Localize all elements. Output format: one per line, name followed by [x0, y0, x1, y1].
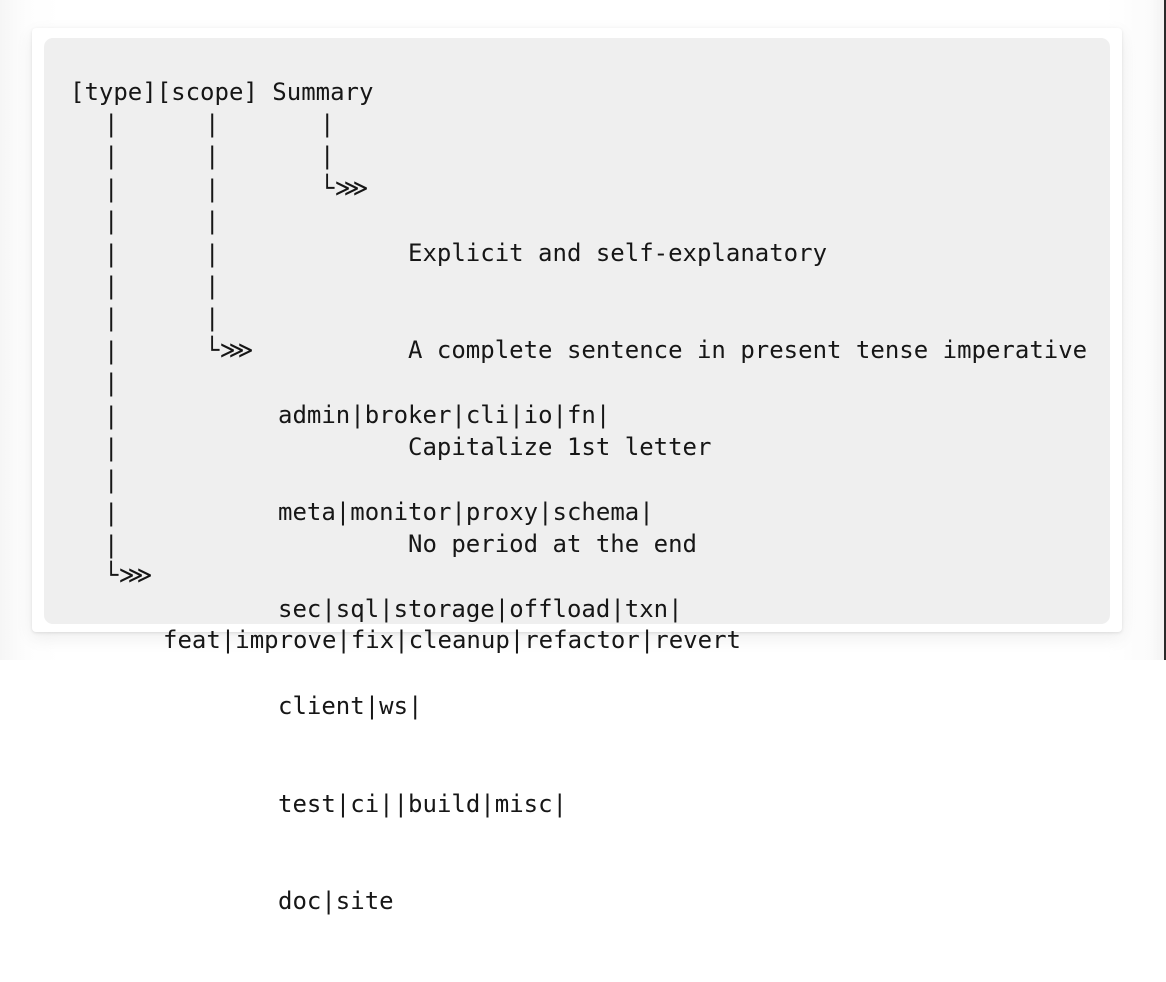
scope-values-line: doc|site [278, 886, 394, 915]
format-header-line: [type][scope] Summary [70, 78, 374, 106]
ascii-art-canvas: [type][scope] Summary | | | | | | | | | … [44, 38, 1110, 915]
summary-rules-block: Explicit and self-explanatory A complete… [408, 172, 1087, 626]
scope-values-line: test|ci||build|misc| [278, 789, 567, 818]
scope-values-line: admin|broker|cli|io|fn| [278, 400, 611, 429]
type-branch-arrow-icon: └⋙ [104, 561, 153, 589]
ascii-art-card: [type][scope] Summary | | | | | | | | | … [44, 38, 1110, 915]
summary-rule-line: Explicit and self-explanatory [408, 238, 828, 267]
summary-stem: | | [320, 110, 335, 171]
scope-branch-arrow-icon: └⋙ [205, 336, 254, 364]
type-stem: | | | | | | | | | | | | | | [104, 110, 119, 560]
viewport-right-edge [1164, 0, 1166, 660]
scope-values-line: sec|sql|storage|offload|txn| [278, 595, 683, 624]
summary-rule-line: No period at the end [408, 530, 697, 559]
summary-rule-line: A complete sentence in present tense imp… [408, 336, 1088, 365]
type-values-block: feat|improve|fix|cleanup|refactor|revert [163, 559, 741, 721]
type-values-line: feat|improve|fix|cleanup|refactor|revert [163, 625, 741, 654]
summary-rule-line: Capitalize 1st letter [408, 433, 712, 462]
scope-values-line: meta|monitor|proxy|schema| [278, 498, 654, 527]
scope-stem: | | | | | | | [205, 110, 220, 333]
summary-branch-arrow-icon: └⋙ [320, 174, 369, 202]
